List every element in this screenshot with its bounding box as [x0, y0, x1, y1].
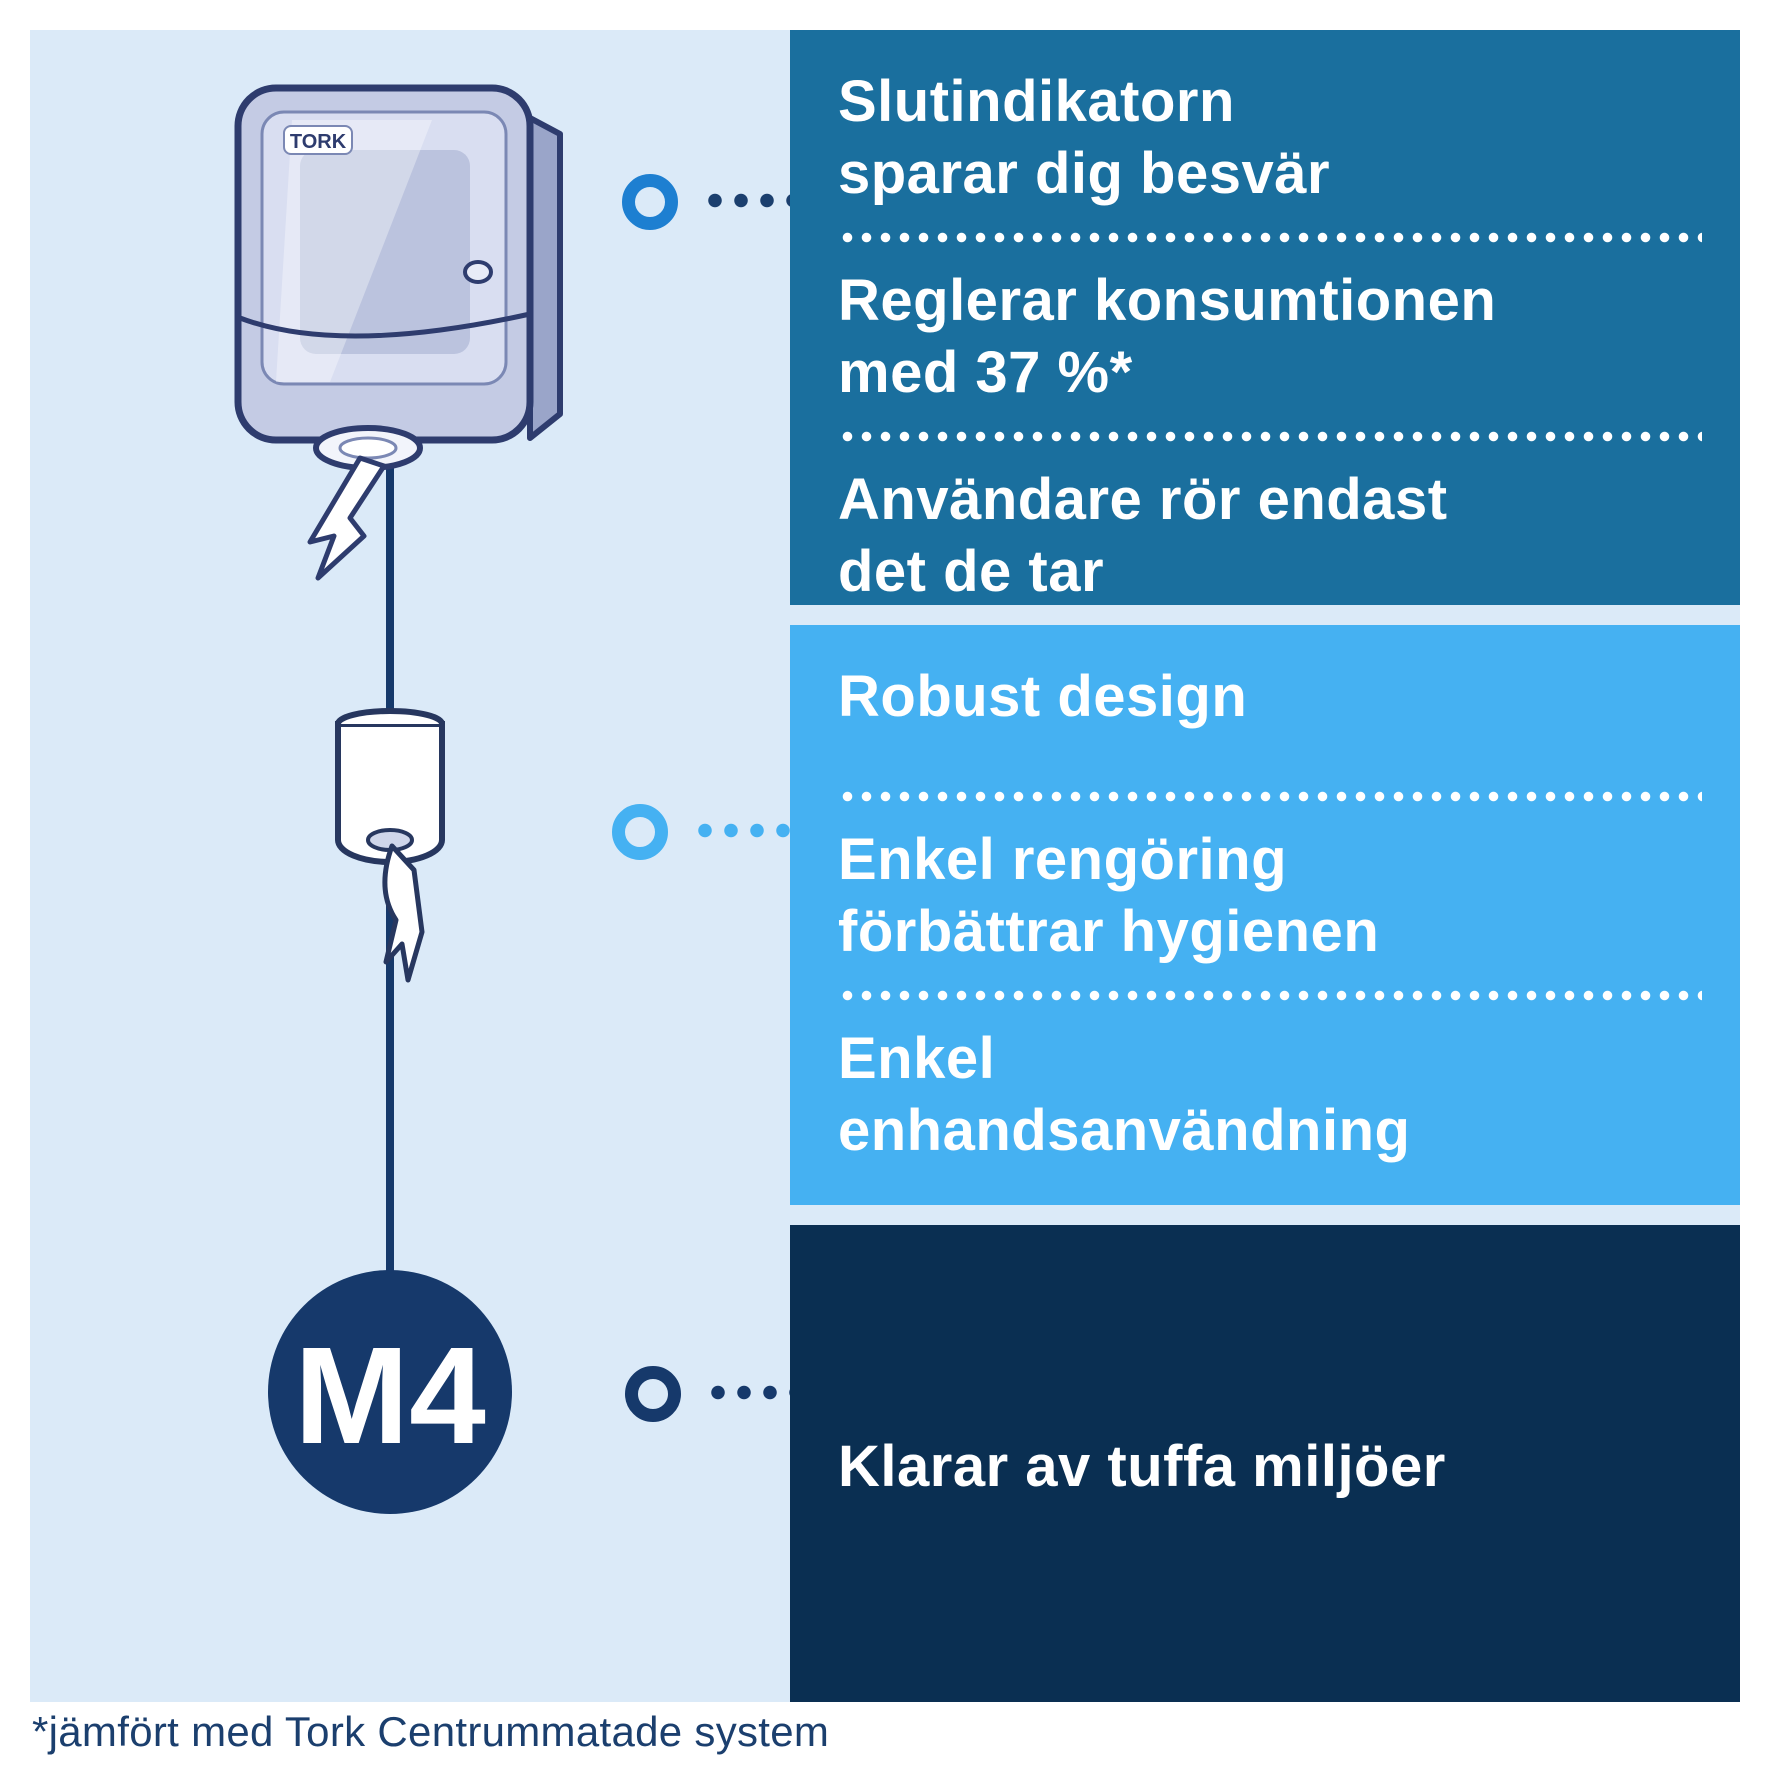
connector-dots-top-icon: [702, 193, 802, 208]
benefit-panel-durability: Klarar av tuffa miljöer: [790, 1225, 1740, 1702]
lock-icon: [463, 260, 493, 284]
dotted-separator: [838, 231, 1702, 243]
system-illustration: TORK M4: [234, 84, 563, 1514]
footnote-text: *jämfört med Tork Centrummatade system: [32, 1708, 830, 1755]
benefit-panel-design: Robust design Enkel rengöring förbättrar…: [790, 625, 1740, 1205]
benefit-panel-dispenser: Slutindikatorn sparar dig besvär Reglera…: [790, 30, 1740, 605]
connector-dots-bottom-icon: [705, 1385, 805, 1400]
tork-logo: TORK: [290, 131, 347, 153]
benefit-text: Användare rör endast det de tar: [838, 466, 1448, 604]
benefit-text: Robust design: [838, 664, 1248, 729]
dotted-separator: [838, 790, 1702, 802]
benefit-text: Slutindikatorn sparar dig besvär: [838, 69, 1331, 206]
benefit-text: Reglerar konsumtionen med 37 %*: [838, 267, 1497, 405]
benefit-text: Enkel rengöring förbättrar hygienen: [838, 826, 1380, 964]
connector-dots-middle-icon: [692, 823, 792, 838]
benefit-text: Klarar av tuffa miljöer: [838, 1433, 1446, 1499]
connector-ring-middle-icon: [612, 804, 668, 860]
dispenser-illustration: TORK: [234, 84, 563, 581]
benefit-text: Enkel enhandsanvändning: [838, 1025, 1411, 1163]
dotted-separator: [838, 989, 1702, 1001]
paper-towel-illustration: [307, 455, 387, 581]
m4-badge: M4: [268, 1270, 512, 1514]
connector-ring-top-icon: [622, 174, 678, 230]
m4-badge-label: M4: [294, 1319, 486, 1473]
connector-ring-bottom-icon: [625, 1366, 681, 1422]
paper-roll-illustration: [335, 708, 445, 983]
dotted-separator: [838, 430, 1702, 442]
